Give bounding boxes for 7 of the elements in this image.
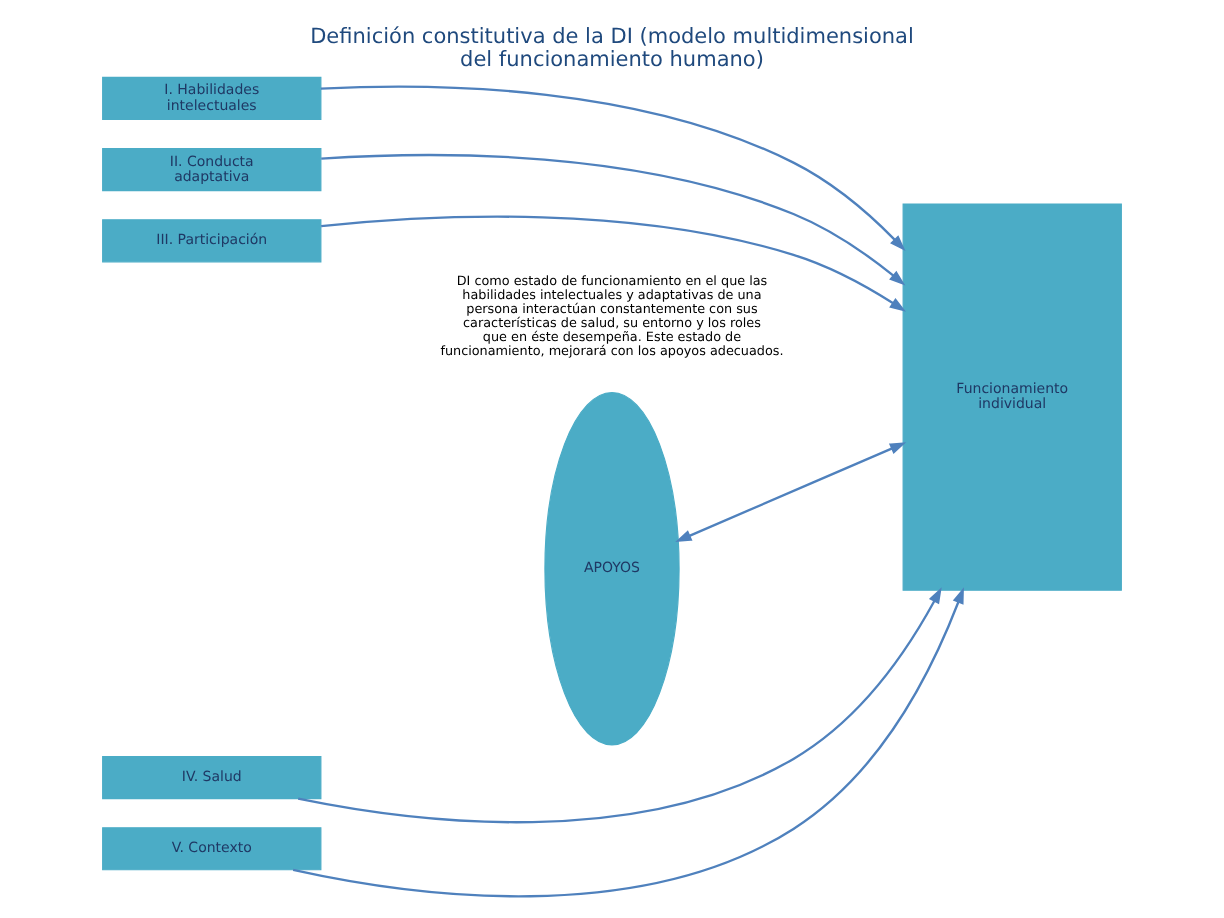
diagram-title: Definición constitutiva de la DI (modelo multidimensional del funcionamiento humano) [310, 24, 914, 73]
arrow [321, 153, 906, 286]
arrow [320, 85, 906, 251]
arrow [321, 215, 906, 312]
arrow [675, 442, 907, 542]
arrow [297, 587, 942, 824]
arrow [292, 587, 964, 898]
